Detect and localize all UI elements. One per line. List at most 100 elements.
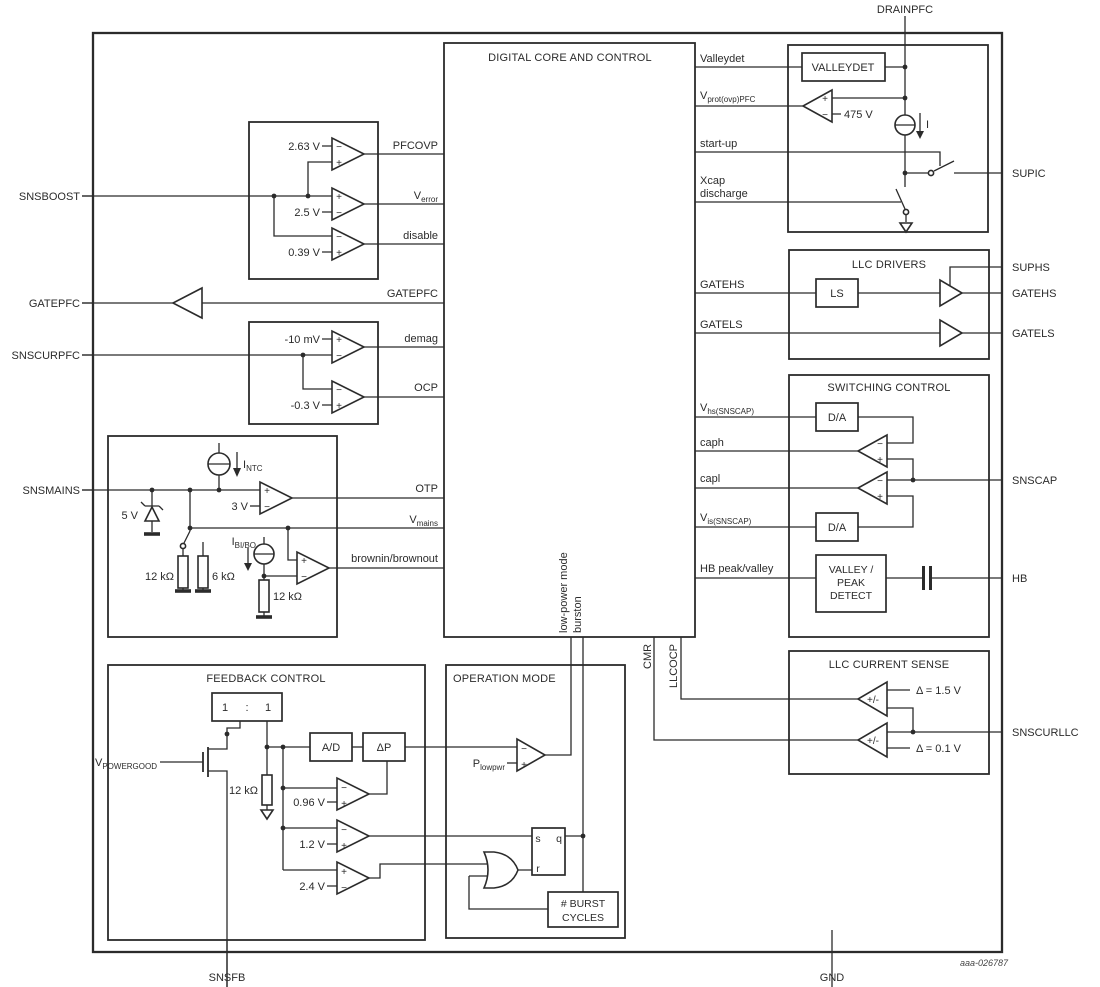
core-signal-vprot: Vprot(ovp)PFC [700,90,756,104]
ref-delta-1v5: Δ = 1.5 V [916,685,962,697]
core-signal-disable: disable [403,230,438,242]
core-signal-xcap2: discharge [700,188,748,200]
comparator-plowpwr [516,737,547,773]
switching-control-block: SWITCHING CONTROL D/A − + − + D/A VALLEY… [695,374,1002,638]
resistor-12k-2 [258,579,270,613]
pin-gatels: GATELS [1012,328,1055,340]
svg-text:−: − [336,351,342,362]
llc-current-sense-block: LLC CURRENT SENSE +/- Δ = 1.5 V +/- Δ = … [653,637,1002,775]
label-6k: 6 kΩ [212,571,235,583]
gatehs-buffer [939,278,964,308]
capacitor-icon [929,566,932,590]
svg-text:VALLEY /: VALLEY / [829,564,874,576]
gatepfc-driver [82,286,444,320]
core-signal-verror: Verror [414,190,439,204]
core-signal-burston: burston [572,596,584,633]
svg-text:+: + [336,335,342,346]
svg-text:−: − [341,883,347,894]
svg-text:+: + [336,192,342,203]
llc-current-sense-title: LLC CURRENT SENSE [829,659,950,671]
capacitor-icon [922,566,925,590]
ref-0v39: 0.39 V [288,247,320,259]
svg-text:+: + [264,486,270,497]
pin-gatehs: GATEHS [1012,288,1056,300]
label-ibibo: IBI/BO [232,536,256,550]
resistor-6k [197,555,209,589]
pin-snscap: SNSCAP [1012,475,1057,487]
comparator-demag [331,329,366,365]
ref-minus10mv: -10 mV [285,334,321,346]
comparator-pfcovp [331,136,366,172]
llc-drivers-title: LLC DRIVERS [852,259,926,271]
svg-text:+: + [877,455,883,466]
digital-core-block: DIGITAL CORE AND CONTROL PFCOVP Verror d… [351,42,774,688]
operation-mode-title: OPERATION MODE [453,673,556,685]
pin-hb: HB [1012,573,1027,585]
operation-mode-block: OPERATION MODE − + Plowpwr s q r # BURST… [445,637,626,939]
pin-drainpfc: DRAINPFC [877,4,933,16]
gatels-buffer [939,318,964,348]
core-signal-valleydet: Valleydet [700,53,744,65]
feedback-control-block: FEEDBACK CONTROL 1 : 1 VPOWERGOOD 12 kΩ … [95,664,532,987]
svg-text:q: q [556,833,562,845]
core-signal-llcocp: LLCOCP [668,644,680,688]
svg-text:+/-: +/- [867,736,879,747]
comparator-475v [801,88,833,124]
mains-sense-block: INTC 5 V + − 3 V 12 kΩ 6 kΩ IBI/BO [82,435,444,638]
core-signal-vis: Vis(SNSCAP) [700,512,752,526]
comparator-1v2 [336,818,371,854]
or-gate [482,851,519,889]
svg-text:+: + [336,401,342,412]
delta-p-box [362,732,406,762]
sr-latch-box [531,827,566,876]
svg-text:A/D: A/D [322,742,340,754]
figure-id: aaa-026787 [960,958,1009,968]
svg-text:ΔP: ΔP [377,742,392,754]
core-signal-gatepfc: GATEPFC [387,288,438,300]
switch-contact [179,542,187,550]
ref-delta-0v1: Δ = 0.1 V [916,743,962,755]
feedback-control-title: FEEDBACK CONTROL [206,673,325,685]
da-converter-2 [815,512,859,542]
llc-drivers-block: LLC DRIVERS LS [695,249,1002,360]
arrow-down-icon [244,563,252,571]
pin-gnd: GND [820,972,845,984]
label-intc: INTC [243,459,263,473]
pin-snsfb: SNSFB [209,972,246,984]
svg-text:−: − [521,744,527,755]
svg-text:+: + [822,94,828,105]
core-signal-lowpower-mode: low-power mode [558,552,570,633]
comparator-otp [259,480,294,516]
svg-text:PEAK: PEAK [837,577,865,589]
pin-snsboost: SNSBOOST [19,191,80,203]
svg-text:−: − [336,232,342,243]
ref-2v5: 2.5 V [294,207,320,219]
ref-minus0v3: -0.3 V [291,400,321,412]
comparator-0v96 [336,776,371,812]
core-signal-caph: caph [700,437,724,449]
svg-text:−: − [264,502,270,513]
svg-text:D/A: D/A [828,522,847,534]
core-signal-demag: demag [404,333,438,345]
svg-text:+/-: +/- [867,695,879,706]
svg-text:−: − [336,142,342,153]
switch-blade [895,188,906,210]
core-signal-ocp: OCP [414,382,438,394]
svg-text:+: + [336,158,342,169]
core-signal-vhs: Vhs(SNSCAP) [700,402,754,416]
core-signal-brownin: brownin/brownout [351,553,438,565]
svg-text:−: − [336,208,342,219]
core-signal-otp: OTP [415,483,438,495]
ground-open-icon [259,809,275,821]
pin-snscurpfc: SNSCURPFC [12,350,81,362]
svg-text:−: − [336,385,342,396]
pfc-current-sense-block: + − − + -10 mV -0.3 V [82,321,444,425]
comparator-caph [856,433,888,469]
level-shifter-label: LS [830,288,843,300]
arrow-down-icon [916,131,924,139]
switch-contact [902,208,910,216]
core-signal-gatehs: GATEHS [700,279,744,291]
switch-blade [933,160,955,172]
switch-contact [927,169,935,177]
svg-text:−: − [301,572,307,583]
